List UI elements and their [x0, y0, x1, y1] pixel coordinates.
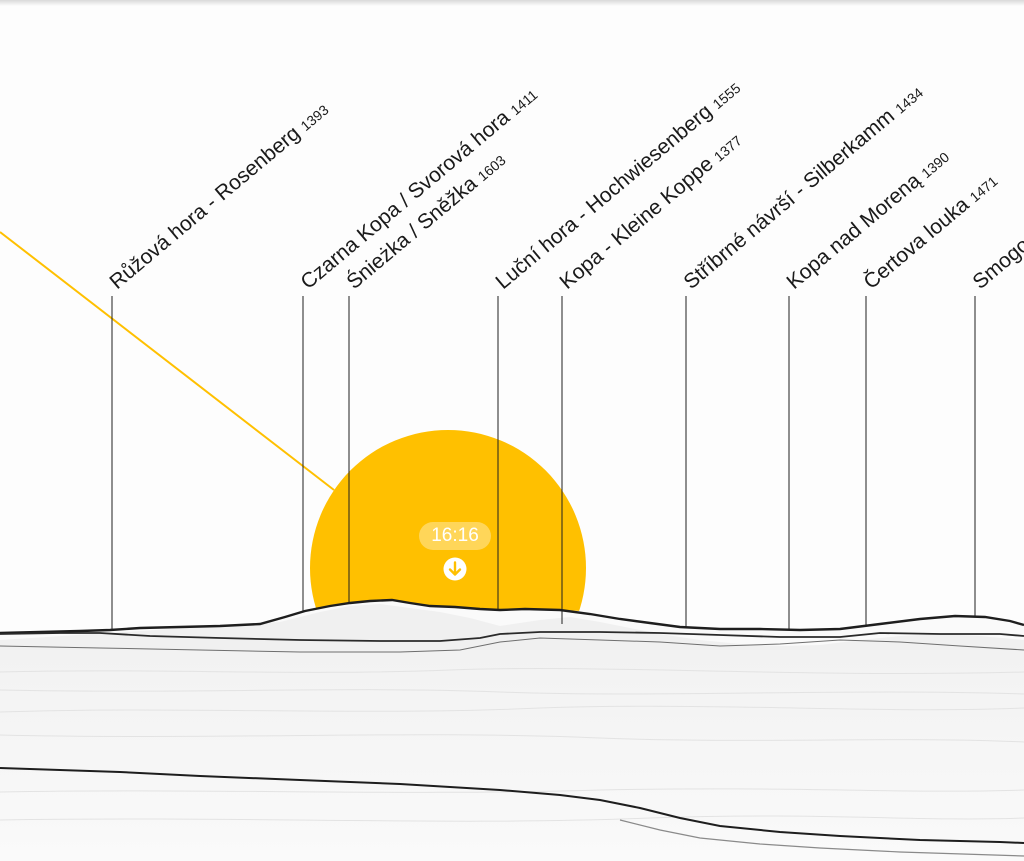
peak-elevation: 1555 [709, 80, 743, 112]
foreground-fog [0, 650, 1024, 861]
peak-name: Smogornia [968, 211, 1024, 294]
top-bar-shadow [0, 0, 1024, 6]
peak-label-ruzova-hora[interactable]: Růžová hora - Rosenberg1393 [105, 98, 333, 294]
peak-name: Stříbrné návrší - Silberkamm [679, 104, 899, 293]
main-ridge-line [0, 598, 1024, 635]
peak-elevation: 1393 [297, 101, 331, 133]
peak-name: Czarna Kopa / Svorová hora [296, 106, 514, 294]
svg-text:Růžová hora - Rosenberg1393: Růžová hora - Rosenberg1393 [105, 98, 333, 294]
sun-ray [0, 231, 335, 491]
near-ridge-shadow-line [619, 819, 1024, 857]
peak-elevation: 1390 [918, 149, 952, 181]
peak-elevation: 1471 [967, 173, 1001, 205]
peak-elevation: 1377 [711, 132, 745, 164]
peak-label-czarna-kopa[interactable]: Czarna Kopa / Svorová hora1411 [296, 83, 542, 294]
sun-time-badge[interactable]: 16:16 [419, 522, 491, 550]
terrain-texture [0, 667, 1024, 822]
arrow-down-circle-icon[interactable] [442, 556, 468, 582]
peak-elevation: 1411 [507, 86, 541, 118]
peak-name: Růžová hora - Rosenberg [105, 122, 304, 294]
svg-text:Smogornia: Smogornia [968, 211, 1024, 294]
peak-leader-lines [111, 296, 976, 630]
second-ridge-line [0, 631, 1024, 642]
third-ridge-line [0, 637, 1024, 653]
svg-text:Czarna Kopa / Svorová hora1411: Czarna Kopa / Svorová hora1411 [296, 83, 542, 294]
peak-elevation: 1603 [475, 152, 509, 184]
near-ridge-line [0, 767, 1024, 844]
peak-elevation: 1434 [892, 84, 926, 116]
peak-label-smogornia[interactable]: Smogornia [968, 211, 1024, 294]
